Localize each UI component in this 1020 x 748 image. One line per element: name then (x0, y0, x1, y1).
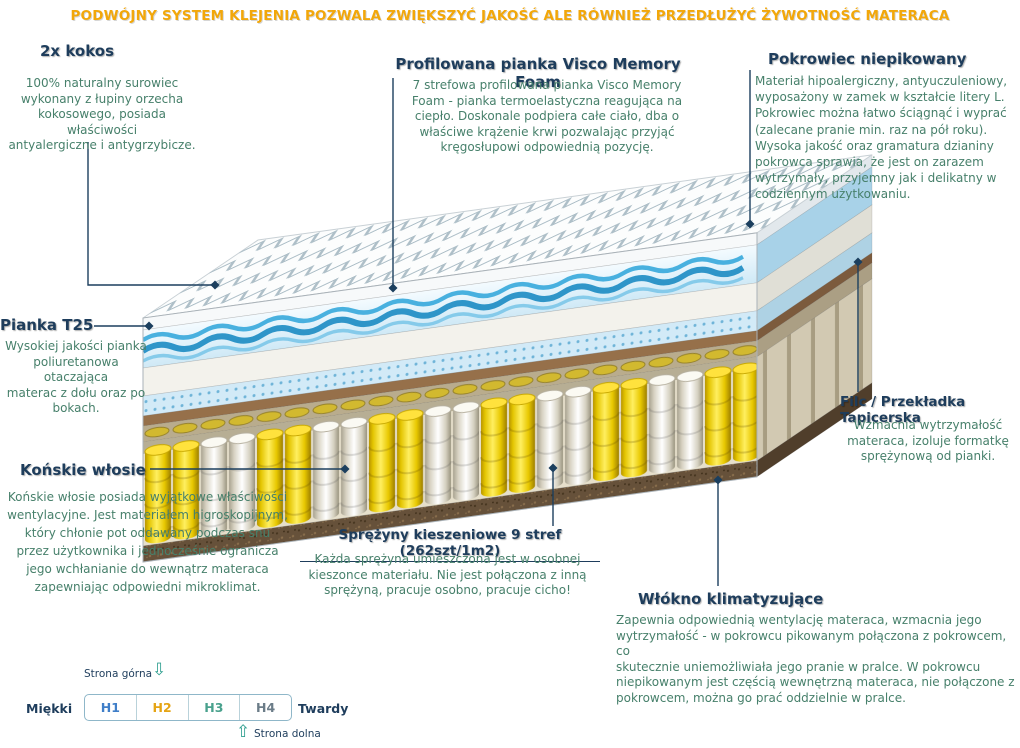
annotation-kokos-body: 100% naturalny surowiec wykonany z łupin… (8, 76, 196, 153)
annotation-pianka-t25-body: Wysokiej jakości pianka poliuretanowa ot… (5, 339, 147, 416)
annotation-kokos-heading: 2x kokos (40, 42, 115, 60)
scale-bottom-label: Strona dolna (254, 728, 321, 740)
firmness-level-h1: H1 (85, 695, 137, 720)
annotation-visco-body: 7 strefowa profilowana pianka Visco Memo… (411, 78, 683, 155)
leader-line-kokos (87, 142, 220, 290)
header-banner: PODWÓJNY SYSTEM KLEJENIA POZWALA ZWIĘKSZ… (70, 8, 950, 24)
firmness-level-h4: H4 (256, 700, 276, 715)
annotation-pokrowiec-body: Materiał hipoalergiczny, antyuczuleniowy… (755, 74, 1008, 202)
scale-soft-label: Miękki (26, 701, 73, 716)
scale-top-label: Strona górna (84, 668, 153, 680)
visco-wave-lines (143, 254, 745, 363)
mattress-illustration (142, 154, 873, 563)
arrow-down-icon: ⇩ (152, 660, 167, 680)
arrow-up-icon: ⇧ (236, 722, 251, 742)
annotation-filc-body: Wzmacnia wytrzymałość materaca, izoluje … (847, 418, 1009, 464)
annotation-konskie-heading: Końskie włosie (20, 461, 146, 479)
leader-line-wlokno (713, 475, 723, 586)
annotation-konskie-body: Końskie włosie posiada wyjątkowe właściw… (7, 490, 288, 594)
annotation-wlokno-body: Zapewnia odpowiednią wentylację materaca… (616, 613, 1015, 705)
annotation-pokrowiec-heading: Pokrowiec niepikowany (768, 50, 967, 68)
annotation-sprezyny-body: Każda sprężyna umieszczona jest w osobne… (308, 552, 587, 598)
firmness-scale: H1 H2 H3 H4 (84, 694, 292, 721)
annotation-sprezyny-heading: Sprężyny kieszeniowe 9 stref (262szt/1m2… (300, 527, 600, 562)
firmness-level-h2: H2 (137, 695, 189, 720)
firmness-level-h3: H3 (189, 695, 241, 720)
annotation-pianka-t25-heading: Pianka T25 (0, 316, 94, 334)
annotation-filc-heading: Filc / Przekładka Tapicerska (840, 394, 966, 426)
annotation-wlokno-heading: Włókno klimatyzujące (638, 590, 824, 608)
scale-hard-label: Twardy (298, 701, 349, 716)
annotation-sprezyny-heading-text: Sprężyny kieszeniowe 9 stref (262szt/1m2… (300, 527, 600, 562)
mattress-side-face (756, 154, 873, 478)
annotation-visco-heading: Profilowana pianka Visco Memory Foam (395, 55, 681, 91)
